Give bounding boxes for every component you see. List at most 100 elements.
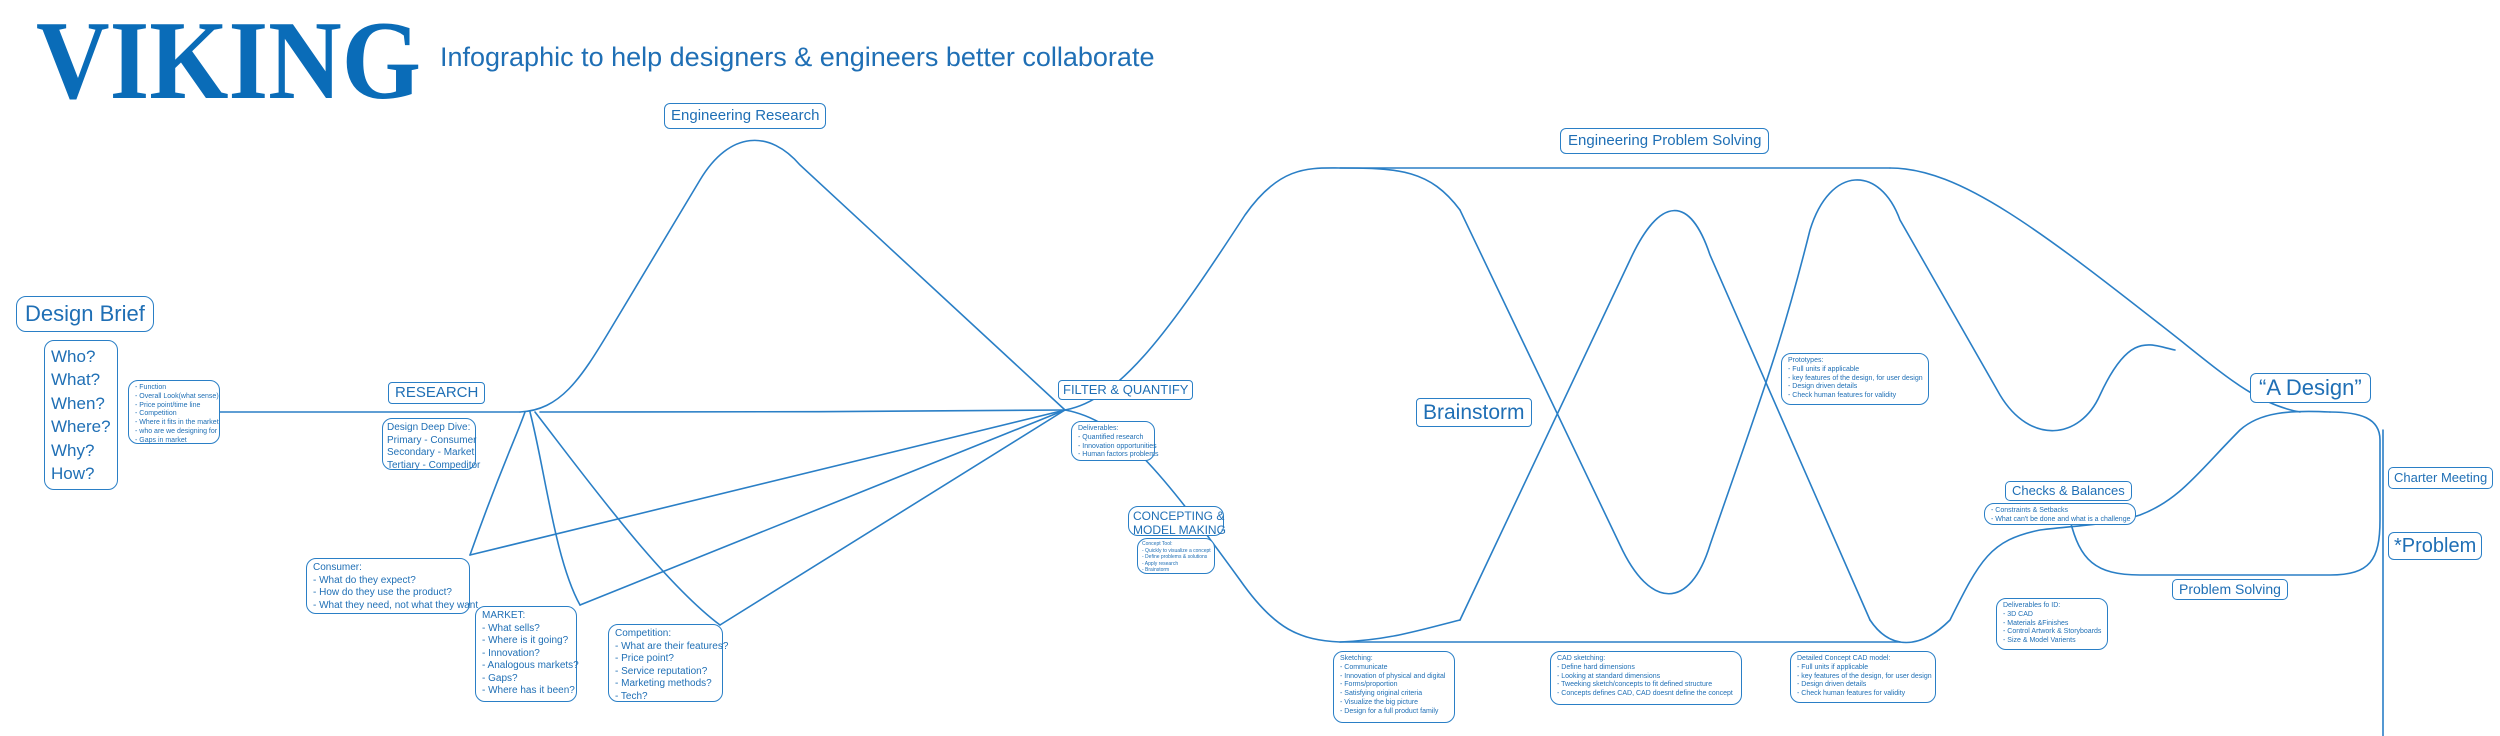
consumer-line: - What do they expect?: [313, 574, 416, 586]
engineering-problem-solving-label: Engineering Problem Solving: [1560, 128, 1770, 154]
brief-detail: - who are we designing for: [135, 427, 218, 435]
design-deep-dive-box: Design Deep Dive: Primary - Consumer Sec…: [382, 418, 481, 471]
checks-detail: - What can't be done and what is a chall…: [1991, 515, 2131, 523]
competition-line: - What are their features?: [615, 640, 729, 652]
flow-line-to-competition: [534, 411, 721, 626]
brief-detail: - Price point/time line: [135, 401, 201, 409]
question-when: When?: [51, 393, 105, 413]
market-box: MARKET: - What sells? - Where is it goin…: [475, 606, 579, 702]
flow-line-to-market: [529, 411, 581, 606]
subtitle: Infographic to help designers & engineer…: [440, 42, 1155, 72]
flow-line-market-filter: [579, 409, 1066, 606]
problem-label: *Problem: [2388, 532, 2483, 560]
market-line: - Gaps?: [482, 672, 518, 684]
flow-line-to-consumer: [469, 411, 526, 556]
questions-box: Who? What? When? Where? Why? How?: [44, 340, 118, 490]
deep-dive-line: Primary - Consumer: [387, 434, 477, 446]
logo-text: VIKING: [36, 6, 421, 114]
question-where: Where?: [51, 417, 111, 437]
brief-detail: - Function: [135, 384, 167, 391]
prototypes-box: Prototypes: - Full units if applicable -…: [1781, 353, 1929, 405]
concepting-detail: - Apply research: [1142, 560, 1179, 567]
consumer-line: Consumer:: [313, 562, 362, 573]
prototypes-line: - Check human features for validity: [1788, 392, 1897, 399]
market-line: - Analogous markets?: [482, 660, 579, 671]
competition-box: Competition: - What are their features? …: [608, 624, 729, 702]
consumer-line: - What they need, not what they want: [313, 599, 479, 611]
question-who: Who?: [51, 347, 96, 366]
deliverables-id-line: Deliverables fo ID:: [2003, 602, 2061, 609]
prototypes-line: Prototypes:: [1788, 357, 1824, 364]
flow-line-consumer-filter: [469, 409, 1066, 556]
sketching-line: - Design for a full product family: [1340, 707, 1439, 715]
concepting-detail: - Define problems & solutions: [1142, 554, 1208, 560]
competition-line: Competition:: [615, 628, 672, 639]
filter-deliverable: Deliverables:: [1078, 425, 1119, 432]
detailed-cad-line: Detailed Concept CAD model:: [1797, 655, 1891, 662]
concepting-detail: Concept Tool:: [1142, 541, 1173, 547]
problem-solving-label: Problem Solving: [2172, 579, 2288, 600]
cad-sketching-line: - Tweeking sketch/concepts to fit define…: [1557, 681, 1713, 689]
concepting-line: CONCEPTING &: [1133, 509, 1225, 523]
cad-sketching-line: - Define hard dimensions: [1557, 663, 1635, 671]
flow-line-filter-upper: [1064, 167, 1891, 411]
question-how: How?: [51, 464, 95, 484]
market-line: - Where is it going?: [482, 635, 569, 646]
checks-detail: - Constraints & Setbacks: [1991, 507, 2069, 514]
question-what: What?: [51, 370, 101, 390]
deliverables-id-line: - 3D CAD: [2003, 610, 2033, 618]
sketching-line: - Forms/proportion: [1340, 681, 1398, 689]
filter-deliverables-box: Deliverables: - Quantified research - In…: [1071, 421, 1159, 461]
deliverables-id-line: - Materials &Finishes: [2003, 619, 2069, 627]
market-line: MARKET:: [482, 610, 526, 621]
prototypes-line: - Design driven details: [1788, 383, 1858, 391]
detailed-cad-line: - key features of the design, for user d…: [1797, 672, 1932, 680]
consumer-line: - How do they use the product?: [313, 587, 452, 598]
filter-deliverable: - Quantified research: [1078, 433, 1144, 441]
concepting-line: MODEL MAKING: [1133, 523, 1226, 538]
research-label: RESEARCH: [388, 382, 486, 404]
checks-details-box: - Constraints & Setbacks - What can't be…: [1984, 503, 2136, 525]
cad-sketching-line: - Looking at standard dimensions: [1557, 672, 1661, 680]
detailed-cad-line: - Full units if applicable: [1797, 663, 1869, 671]
a-design-label: “A Design”: [2250, 373, 2371, 404]
detailed-cad-line: - Check human features for validity: [1797, 690, 1906, 697]
brief-detail: - Gaps in market: [135, 436, 187, 444]
competition-line: - Tech?: [615, 690, 648, 702]
question-why: Why?: [51, 440, 95, 460]
sketching-line: Sketching:: [1340, 655, 1373, 662]
deep-dive-line: Secondary - Market: [387, 447, 475, 458]
brief-details-box: - Function - Overall Look(what sense) - …: [128, 380, 220, 444]
checks-balances-label: Checks & Balances: [2005, 481, 2132, 501]
cad-sketching-line: CAD sketching:: [1557, 655, 1606, 662]
sketching-box: Sketching: - Communicate - Innovation of…: [1333, 651, 1455, 723]
deep-dive-line: Design Deep Dive:: [387, 422, 471, 433]
consumer-box: Consumer: - What do they expect? - How d…: [306, 558, 479, 614]
deliverables-id-line: - Control Artwork & Storyboards: [2003, 628, 2102, 636]
cad-sketching-line: - Concepts defines CAD, CAD doesnt defin…: [1557, 690, 1733, 697]
sketching-line: - Innovation of physical and digital: [1340, 672, 1446, 680]
charter-meeting-label: Charter Meeting: [2388, 467, 2494, 489]
concepting-detail: - Quickly to visualize a concept: [1142, 547, 1211, 554]
cad-sketching-box: CAD sketching: - Define hard dimensions …: [1550, 651, 1742, 705]
deliverables-id-box: Deliverables fo ID: - 3D CAD - Materials…: [1996, 598, 2108, 650]
prototypes-line: - Full units if applicable: [1788, 365, 1860, 373]
flow-line-upper-long: [1889, 167, 2301, 413]
sketching-line: - Communicate: [1340, 663, 1388, 671]
deep-dive-line: Tertiary - Compeditor: [387, 459, 481, 471]
design-brief-label: Design Brief: [16, 296, 154, 333]
viking-logo: VIKING: [36, 6, 421, 114]
brainstorm-label: Brainstorm: [1416, 398, 1532, 428]
competition-line: - Price point?: [615, 653, 674, 664]
engineering-research-label: Engineering Research: [664, 103, 827, 129]
detailed-cad-box: Detailed Concept CAD model: - Full units…: [1790, 651, 1936, 703]
sketching-line: - Satisfying original criteria: [1340, 690, 1423, 697]
market-line: - Innovation?: [482, 647, 540, 659]
flow-line-research-filter: [539, 409, 1066, 413]
deliverables-id-line: - Size & Model Varients: [2003, 637, 2076, 644]
flow-line-competition-filter: [719, 409, 1066, 626]
competition-line: - Marketing methods?: [615, 678, 712, 689]
flow-line-engineering-research: [519, 139, 1066, 413]
concepting-label: CONCEPTING & MODEL MAKING: [1128, 506, 1226, 538]
concepting-detail: - Brainstorm: [1142, 567, 1170, 573]
